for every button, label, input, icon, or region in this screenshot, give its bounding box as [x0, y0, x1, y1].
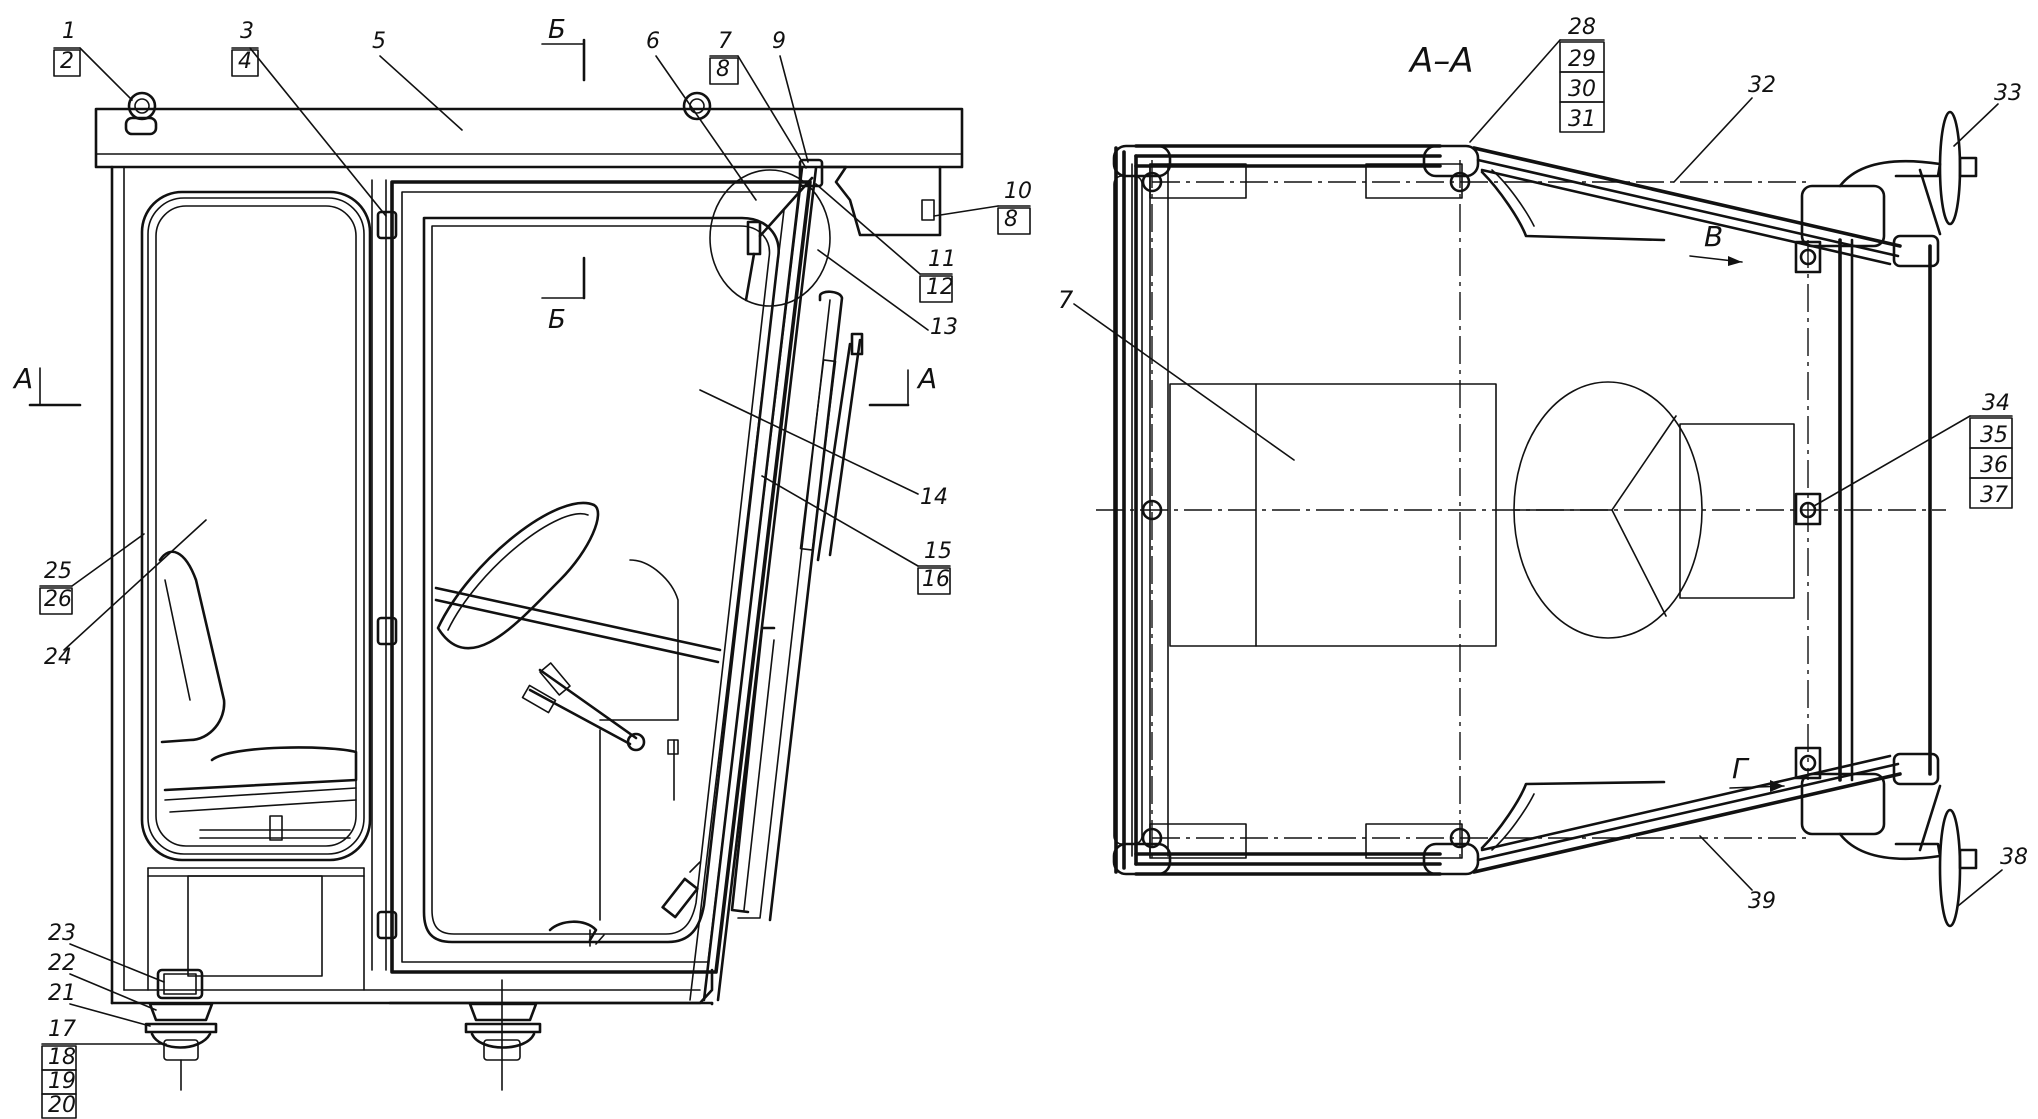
sunshade-bracket: [818, 165, 942, 237]
callout-9: 9: [772, 29, 786, 54]
callout-1: 1: [62, 19, 76, 44]
callout-35: 35: [1980, 423, 2008, 448]
section-a-a-plan-view: А–А: [1058, 15, 2028, 928]
callout-38: 38: [2000, 845, 2028, 870]
callout-20: 20: [48, 1093, 76, 1118]
view-letter-g: Г: [1732, 752, 1750, 785]
callout-17: 17: [48, 1017, 76, 1042]
view-arrow-v: В: [1689, 220, 1743, 266]
door-lock: [661, 861, 701, 919]
door-hinges: [376, 210, 398, 940]
mounting-holes: [1141, 171, 1822, 849]
callout-12: 12: [926, 275, 954, 300]
door-handrail: [737, 290, 864, 922]
section-mark-a-right: А: [868, 362, 937, 407]
callout-21: 21: [48, 981, 76, 1006]
steering-footprint: [1513, 381, 1795, 639]
lifting-eye-left: [124, 91, 158, 136]
callout-13: 13: [930, 315, 958, 340]
wiper-assembly: [709, 158, 831, 307]
floor-outline: [1131, 163, 1463, 859]
callouts-left-view: 1 2 3 4 5 6 7 8 9: [39, 19, 1032, 1119]
callout-39: 39: [1748, 889, 1776, 914]
view-letter-v: В: [1704, 220, 1723, 253]
view-arrow-g: Г: [1729, 752, 1785, 792]
section-mark-a-left: А: [12, 362, 82, 407]
callout-18: 18: [48, 1045, 76, 1070]
mirror-top: [1838, 110, 1978, 236]
section-letter-a-left: А: [12, 362, 33, 395]
callout-30: 30: [1568, 77, 1596, 102]
callout-22: 22: [48, 951, 76, 976]
callout-16: 16: [922, 567, 950, 592]
callout-3: 3: [240, 19, 254, 44]
callout-6: 6: [646, 29, 660, 54]
lower-rear-panel: [147, 867, 365, 991]
callout-31: 31: [1568, 107, 1596, 132]
section-letter-a-right: А: [916, 362, 937, 395]
callout-8-top: 8: [716, 57, 730, 82]
section-letter-b-top: Б: [548, 15, 566, 45]
section-mark-b-top: Б: [541, 15, 586, 82]
callout-33: 33: [1994, 81, 2022, 106]
section-title: А–А: [1408, 41, 1474, 81]
front-wall: [1800, 184, 1940, 836]
front-post: [689, 166, 818, 1002]
section-letter-b-bottom: Б: [548, 305, 566, 335]
callout-34: 34: [1982, 391, 2010, 416]
control-levers: [521, 662, 679, 921]
door-sides: [1472, 146, 1902, 874]
callout-28: 28: [1568, 15, 1596, 40]
callout-14: 14: [920, 485, 948, 510]
shock-mount-right: [464, 979, 542, 1091]
rear-window: [140, 190, 372, 862]
callout-11: 11: [928, 247, 956, 272]
callout-10: 10: [1004, 179, 1032, 204]
steering-wheel: [434, 501, 722, 721]
mirror-bottom: [1838, 784, 1978, 928]
callout-7: 7: [718, 29, 732, 54]
callout-19: 19: [48, 1069, 76, 1094]
callout-23: 23: [48, 921, 76, 946]
callout-8-right: 8: [1004, 207, 1018, 232]
shock-mount-left: [144, 968, 218, 1091]
operator-seat: [158, 550, 358, 841]
callout-7-plan: 7: [1058, 286, 1074, 314]
callout-37: 37: [1980, 483, 2008, 508]
cabin-frame: [110, 165, 714, 1006]
seat-footprint: [1169, 383, 1497, 647]
callout-15: 15: [924, 539, 952, 564]
callout-29: 29: [1568, 47, 1596, 72]
section-mark-b-bottom: Б: [541, 256, 586, 335]
callout-32: 32: [1748, 73, 1776, 98]
pedal: [548, 920, 605, 947]
callout-5: 5: [372, 29, 386, 54]
callout-26: 26: [44, 587, 72, 612]
callout-2: 2: [60, 49, 74, 74]
callout-25: 25: [44, 559, 72, 584]
callout-4: 4: [238, 49, 252, 74]
callout-24: 24: [44, 645, 72, 670]
roof: [94, 107, 964, 169]
cabin-side-view: А А Б Б 1 2 3 4: [12, 15, 1032, 1119]
callout-36: 36: [1980, 453, 2008, 478]
front-handrail: [730, 626, 776, 914]
callouts-right-view: 7 28 29 30 31 32 33 34 35 36: [1058, 15, 2028, 914]
